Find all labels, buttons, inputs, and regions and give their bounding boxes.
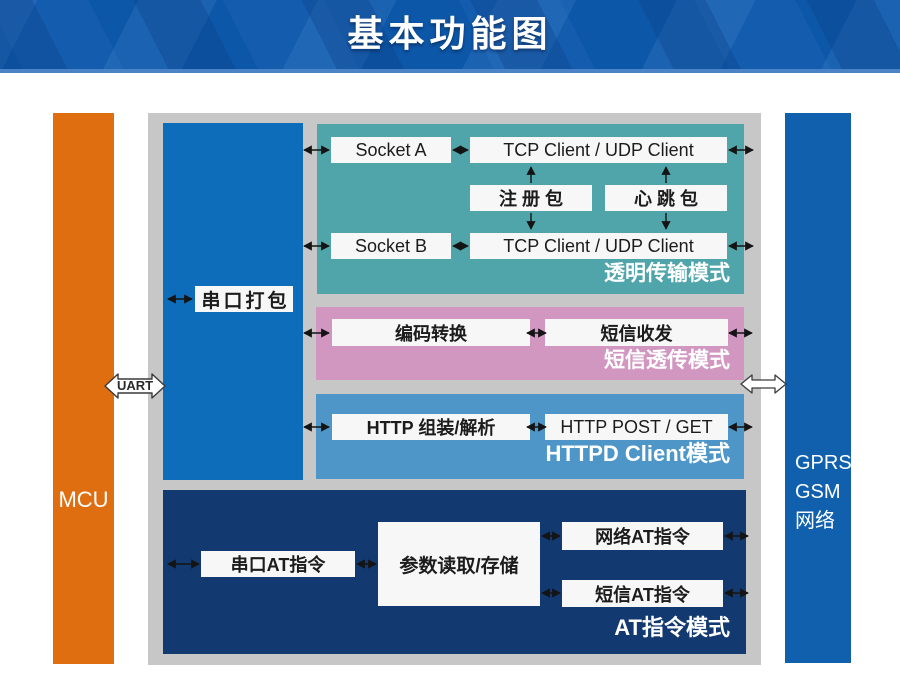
http-build-parse-box: HTTP 组装/解析 bbox=[332, 414, 530, 440]
sms-mode-title: 短信透传模式 bbox=[604, 349, 730, 372]
network-label: GPRS GSM 网络 bbox=[795, 449, 852, 536]
sms-mode-block: 编码转换 短信收发 短信透传模式 bbox=[316, 307, 744, 380]
at-mode-title: AT指令模式 bbox=[614, 615, 730, 640]
network-bus-arrow bbox=[740, 374, 787, 394]
network-label-line2: GSM bbox=[795, 481, 841, 503]
param-read-store-box: 参数读取/存储 bbox=[378, 522, 540, 606]
mcu-label: MCU bbox=[58, 487, 109, 512]
network-label-line3: 网络 bbox=[795, 510, 835, 532]
uart-label: UART bbox=[116, 377, 154, 393]
httpd-mode-block: HTTP 组装/解析 HTTP POST / GET HTTPD Client模… bbox=[316, 394, 744, 479]
transparent-mode-block: Socket A TCP Client / UDP Client 注册包 心跳包… bbox=[317, 124, 744, 294]
transparent-mode-title: 透明传输模式 bbox=[604, 262, 730, 285]
double-arrow-shape bbox=[740, 374, 787, 394]
header-banner: 基本功能图 bbox=[0, 0, 900, 73]
tcp-udp-client-top-box: TCP Client / UDP Client bbox=[470, 137, 727, 163]
http-post-get-box: HTTP POST / GET bbox=[545, 414, 728, 440]
serial-pack-block: 串口打包 bbox=[163, 123, 303, 480]
module-panel: 串口打包 Socket A TCP Client / UDP Client 注册… bbox=[148, 113, 761, 665]
heartbeat-packet-box: 心跳包 bbox=[605, 185, 727, 211]
uart-bus-arrow: UART bbox=[103, 372, 167, 400]
serial-at-command-box: 串口AT指令 bbox=[201, 551, 355, 577]
socket-b-box: Socket B bbox=[331, 233, 451, 259]
serial-pack-box: 串口打包 bbox=[195, 286, 293, 312]
socket-a-box: Socket A bbox=[331, 137, 451, 163]
encode-convert-box: 编码转换 bbox=[332, 319, 530, 346]
network-bus-bar: GPRS GSM 网络 bbox=[785, 113, 852, 663]
tcp-udp-client-bottom-box: TCP Client / UDP Client bbox=[470, 233, 727, 259]
page-title: 基本功能图 bbox=[347, 13, 553, 54]
httpd-mode-title: HTTPD Client模式 bbox=[545, 441, 730, 466]
sms-send-recv-box: 短信收发 bbox=[545, 319, 728, 346]
at-mode-block: 串口AT指令 参数读取/存储 网络AT指令 短信AT指令 AT指令模式 bbox=[163, 490, 746, 654]
mcu-bus-bar: MCU bbox=[53, 113, 114, 664]
registration-packet-box: 注册包 bbox=[470, 185, 592, 211]
network-at-command-box: 网络AT指令 bbox=[562, 522, 723, 550]
double-arrow-shape bbox=[104, 373, 166, 399]
network-label-line1: GPRS bbox=[795, 452, 852, 474]
sms-at-command-box: 短信AT指令 bbox=[562, 580, 723, 607]
